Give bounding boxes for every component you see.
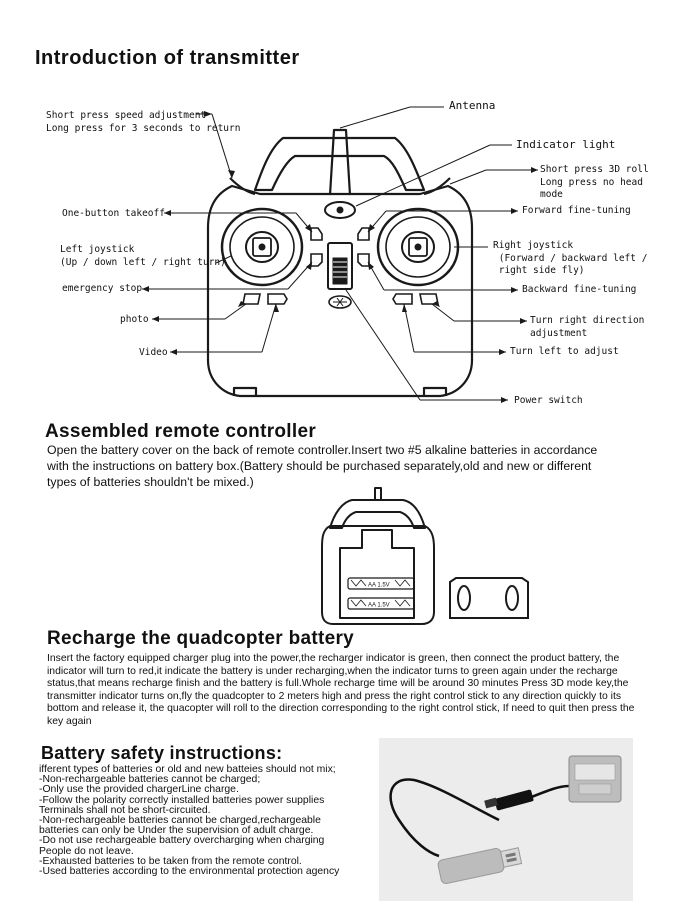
label-right-joystick: Right joystick (Forward / backward left … (493, 240, 648, 276)
safety-line: Terminals shall not be short-circuited. (39, 804, 211, 816)
antenna-shape (328, 128, 352, 196)
safety-line: -Follow the polarity correctly installed… (39, 794, 325, 806)
trim-button-top-left (310, 227, 323, 241)
label-photo: photo (120, 314, 149, 325)
safety-line: People do not leave. (39, 845, 134, 857)
label-forward-fine-tuning: Forward fine-tuning (522, 205, 631, 216)
label-turn-left: Turn left to adjust (510, 346, 619, 357)
power-switch (327, 242, 353, 309)
safety-line: -Only use the provided chargerLine charg… (39, 784, 239, 796)
assembled-text: Open the battery cover on the back of re… (47, 443, 598, 489)
page-title: Introduction of transmitter (35, 47, 300, 69)
label-turn-right: Turn right direction adjustment (530, 315, 645, 339)
safety-line: -Non-rechargeable batteries cannot be ch… (39, 815, 321, 827)
indicator-light (324, 201, 356, 219)
charger-illustration (389, 755, 622, 884)
turn-left-button (392, 293, 413, 305)
trim-button-bottom-left (310, 253, 323, 267)
trim-button-bottom-right (357, 253, 370, 267)
battery-cover (449, 577, 529, 619)
label-power-switch: Power switch (514, 395, 583, 406)
label-3d-roll: Short press 3D roll Long press no head m… (540, 164, 649, 200)
label-antenna: Antenna (449, 99, 496, 112)
label-backward-fine-tuning: Backward fine-tuning (522, 284, 637, 295)
section-title-safety: Battery safety instructions: (41, 743, 283, 763)
right-joystick (376, 207, 460, 287)
transmitter-body (206, 184, 474, 398)
label-indicator-light: Indicator light (516, 138, 616, 151)
label-speed-adjustment: Short press speed adjustment Long press … (46, 110, 241, 134)
battery-aa-top (347, 577, 415, 590)
trim-button-top-right (357, 227, 370, 241)
section-title-recharge: Recharge the quadcopter battery (47, 628, 355, 649)
battery-aa-bottom (347, 597, 415, 610)
transmitter-handle (253, 136, 426, 192)
safety-line: -Do not use rechargeable battery overcha… (39, 835, 325, 847)
controller-back (321, 487, 435, 625)
left-joystick (220, 207, 304, 287)
charger-photo (379, 738, 633, 901)
label-takeoff: One-button takeoff (62, 208, 165, 219)
safety-line: batteries can only be Under the supervis… (39, 825, 314, 837)
safety-list: ifferent types of batteries or old and n… (39, 764, 379, 878)
recharge-text: Insert the factory equipped charger plug… (47, 653, 635, 727)
safety-line: -Used batteries according to the environ… (39, 866, 340, 878)
battery-label-bottom: AA 1.5V (368, 603, 390, 609)
label-video: Video (139, 347, 168, 358)
section-title-assembled: Assembled remote controller (45, 421, 317, 442)
label-left-joystick: Left joystick (Up / down left / right tu… (60, 244, 226, 268)
battery-label-top: AA 1.5V (368, 583, 390, 589)
safety-line: -Non-rechargeable batteries cannot be ch… (39, 774, 261, 786)
safety-line: -Exhausted batteries to be taken from th… (39, 855, 302, 867)
safety-line: ifferent types of batteries or old and n… (39, 764, 336, 775)
photo-button (242, 293, 261, 305)
video-button (267, 293, 288, 305)
label-emergency-stop: emergency stop (62, 283, 143, 294)
